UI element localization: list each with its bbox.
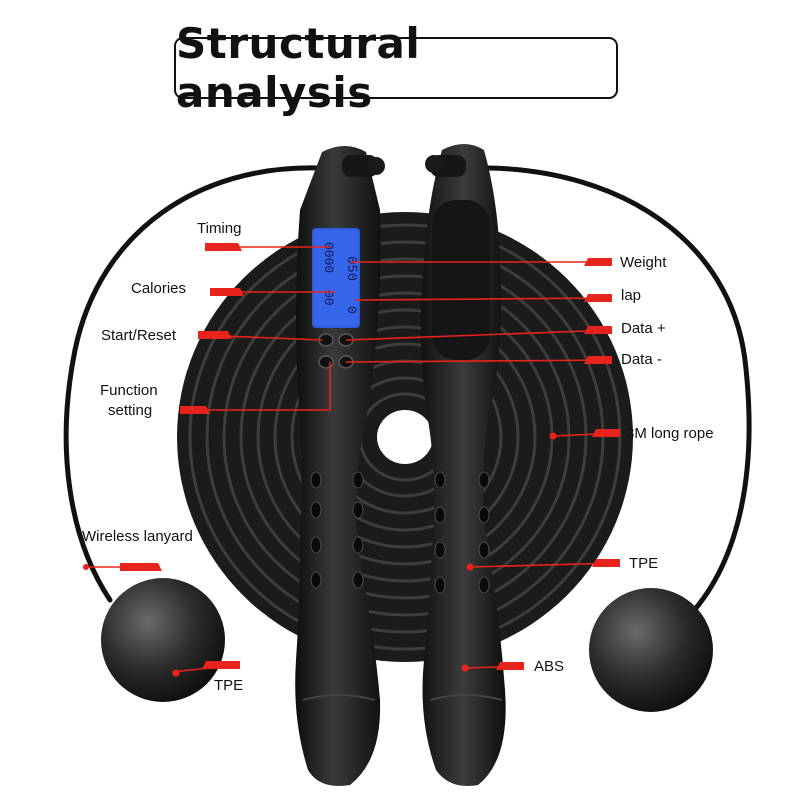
title-box: Structural analysis: [174, 19, 618, 117]
function-setting-button[interactable]: [318, 355, 334, 369]
label-tpe-handle: TPE: [629, 555, 659, 572]
label-tpe-ball: TPE: [214, 677, 244, 694]
right-lanyard-cable: [485, 165, 752, 618]
label-calories: Calories: [131, 280, 187, 297]
label-function-line2: setting: [108, 402, 153, 419]
lcd-lap-readout: 0: [344, 306, 359, 314]
grip-dots: [310, 471, 490, 594]
label-wireless-lanyard: Wireless lanyard: [82, 528, 193, 545]
label-data-plus: Data +: [621, 320, 666, 337]
left-lanyard-cable: [63, 165, 321, 603]
label-data-minus: Data -: [621, 351, 662, 368]
label-abs: ABS: [534, 658, 565, 675]
label-weight: Weight: [620, 254, 667, 271]
right-handle: [420, 144, 506, 786]
label-lap: lap: [621, 287, 642, 304]
label-function-line1: Function: [100, 382, 158, 399]
lcd-weight-readout: 050: [343, 256, 359, 281]
right-weight-ball: [589, 588, 713, 712]
lcd-timing-readout: 0000: [321, 242, 336, 273]
page-title: Structural analysis: [176, 19, 421, 117]
callout-lines: [85, 246, 621, 673]
label-rope: 3M long rope: [626, 425, 714, 442]
left-weight-ball: [101, 578, 225, 702]
lcd-calories-readout: 00: [321, 290, 336, 306]
callout-markers: [83, 243, 620, 677]
lcd-display: 050 0000 00 0: [312, 228, 360, 328]
rope-coil: [177, 212, 633, 662]
label-start-reset: Start/Reset: [101, 327, 177, 344]
label-timing: Timing: [197, 220, 242, 237]
